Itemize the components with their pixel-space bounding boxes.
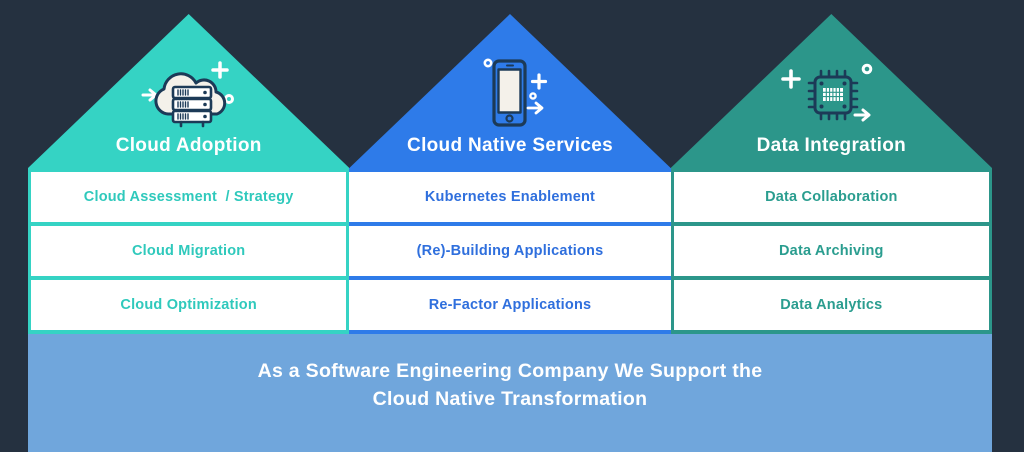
footer-line-1: As a Software Engineering Company We Sup…	[257, 360, 763, 382]
data-integration-services: Data Collaboration Data Archiving Data A…	[670, 168, 992, 334]
pillars: Cloud Adoption Cloud Assessment / Strate…	[28, 14, 992, 334]
service-row: Cloud Migration	[31, 226, 347, 276]
column-cloud-native-services: Cloud Native Services Kubernetes Enablem…	[349, 14, 671, 334]
column-data-integration: Data Integration Data Collaboration Data…	[670, 14, 992, 334]
service-row: Re-Factor Applications	[349, 280, 671, 330]
service-row: Kubernetes Enablement	[349, 172, 671, 222]
cloud-native-services-list: Kubernetes Enablement (Re)-Building Appl…	[349, 168, 671, 334]
service-row: Cloud Optimization	[31, 280, 347, 330]
service-row: Data Collaboration	[673, 172, 989, 222]
column-title: Cloud Native Services	[407, 135, 613, 156]
chip-icon	[781, 63, 873, 122]
service-row: Data Analytics	[673, 280, 989, 330]
cloud-native-triangle: Cloud Native Services	[349, 14, 671, 168]
cloud-server-icon	[141, 61, 234, 128]
service-row: (Re)-Building Applications	[349, 226, 671, 276]
cloud-adoption-services: Cloud Assessment / Strategy Cloud Migrat…	[28, 168, 350, 334]
data-integration-triangle: Data Integration	[670, 14, 992, 168]
column-cloud-adoption: Cloud Adoption Cloud Assessment / Strate…	[28, 14, 350, 334]
smartphone-icon	[483, 58, 548, 127]
footer-line-2: Cloud Native Transformation	[372, 388, 648, 410]
service-row: Cloud Assessment / Strategy	[31, 172, 347, 222]
cloud-adoption-triangle: Cloud Adoption	[28, 14, 350, 168]
column-title: Cloud Adoption	[115, 135, 262, 156]
footer-banner: As a Software Engineering Company We Sup…	[28, 334, 992, 452]
service-row: Data Archiving	[673, 226, 989, 276]
column-title: Data Integration	[756, 135, 907, 156]
